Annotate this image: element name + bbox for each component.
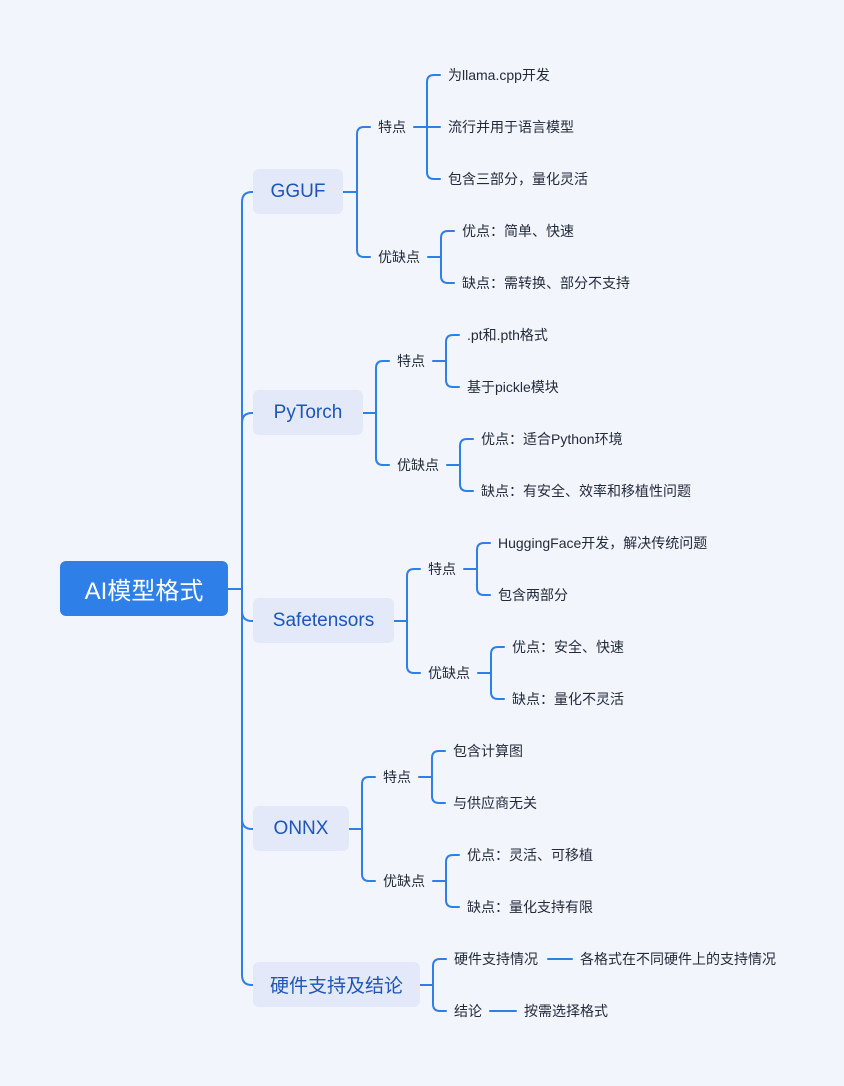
connector-line <box>476 542 491 551</box>
connector-line <box>445 379 460 388</box>
hardware-support-item[interactable]: 各格式在不同硬件上的支持情况 <box>580 951 776 967</box>
connector-line <box>445 854 460 863</box>
onnx-proscons-label[interactable]: 优缺点 <box>383 873 425 889</box>
connector-line <box>361 776 376 785</box>
gguf-feature-item[interactable]: 流行并用于语言模型 <box>448 119 574 135</box>
connector-line <box>476 587 491 596</box>
safetensors-feature-item[interactable]: HuggingFace开发，解决传统问题 <box>498 535 708 551</box>
connector-line <box>432 958 447 967</box>
pytorch-pros-item[interactable]: 优点：适合Python环境 <box>481 431 623 447</box>
connector-line <box>375 360 390 369</box>
conclusion-item[interactable]: 按需选择格式 <box>524 1003 608 1019</box>
branch-gguf[interactable]: GGUF <box>253 169 343 214</box>
connector-line <box>440 275 455 284</box>
onnx-features-label[interactable]: 特点 <box>383 769 411 785</box>
connector-line <box>406 665 421 674</box>
safetensors-feature-item[interactable]: 包含两部分 <box>498 587 568 603</box>
conclusion-label[interactable]: 结论 <box>454 1003 482 1019</box>
connector-line <box>406 568 421 577</box>
safetensors-pros-item[interactable]: 优点：安全、快速 <box>512 639 624 655</box>
connector-line <box>431 750 446 759</box>
connector-line <box>356 126 371 135</box>
connector-line <box>241 974 254 986</box>
connector-line <box>361 873 376 882</box>
connector-line <box>241 818 254 830</box>
pytorch-feature-item[interactable]: .pt和.pth格式 <box>467 327 548 343</box>
root-node[interactable]: AI模型格式 <box>60 561 228 616</box>
connector-line <box>490 646 505 655</box>
connector-line <box>440 230 455 239</box>
pytorch-features-label[interactable]: 特点 <box>397 353 425 369</box>
branch-safetensors[interactable]: Safetensors <box>253 598 394 643</box>
branch-onnx[interactable]: ONNX <box>253 806 349 851</box>
connector-line <box>490 691 505 700</box>
gguf-pros-item[interactable]: 优点：简单、快速 <box>462 223 574 239</box>
onnx-pros-item[interactable]: 优点：灵活、可移植 <box>467 847 593 863</box>
pytorch-proscons-label[interactable]: 优缺点 <box>397 457 439 473</box>
branch-pytorch[interactable]: PyTorch <box>253 390 363 435</box>
connector-line <box>375 457 390 466</box>
connector-line <box>241 412 254 424</box>
safetensors-features-label[interactable]: 特点 <box>428 561 456 577</box>
connector-line <box>241 191 254 203</box>
connector-line <box>432 1003 447 1012</box>
connector-line <box>241 610 254 622</box>
connector-line <box>426 74 441 83</box>
branch-hardware-conclusion[interactable]: 硬件支持及结论 <box>253 962 420 1007</box>
gguf-proscons-label[interactable]: 优缺点 <box>378 249 420 265</box>
connector-line <box>445 334 460 343</box>
gguf-features-label[interactable]: 特点 <box>378 119 406 135</box>
connector-line <box>445 899 460 908</box>
onnx-feature-item[interactable]: 与供应商无关 <box>453 795 537 811</box>
gguf-feature-item[interactable]: 包含三部分，量化灵活 <box>448 171 588 187</box>
connector-line <box>431 795 446 804</box>
safetensors-proscons-label[interactable]: 优缺点 <box>428 665 470 681</box>
connector-line <box>459 483 474 492</box>
onnx-cons-item[interactable]: 缺点：量化支持有限 <box>467 899 593 915</box>
gguf-feature-item[interactable]: 为llama.cpp开发 <box>448 67 550 83</box>
safetensors-cons-item[interactable]: 缺点：量化不灵活 <box>512 691 624 707</box>
connector-line <box>426 171 441 180</box>
pytorch-feature-item[interactable]: 基于pickle模块 <box>467 379 559 395</box>
connector-line <box>459 438 474 447</box>
onnx-feature-item[interactable]: 包含计算图 <box>453 743 523 759</box>
gguf-cons-item[interactable]: 缺点：需转换、部分不支持 <box>462 275 630 291</box>
pytorch-cons-item[interactable]: 缺点：有安全、效率和移植性问题 <box>481 483 691 499</box>
connector-line <box>356 249 371 258</box>
hardware-support-label[interactable]: 硬件支持情况 <box>454 951 538 967</box>
